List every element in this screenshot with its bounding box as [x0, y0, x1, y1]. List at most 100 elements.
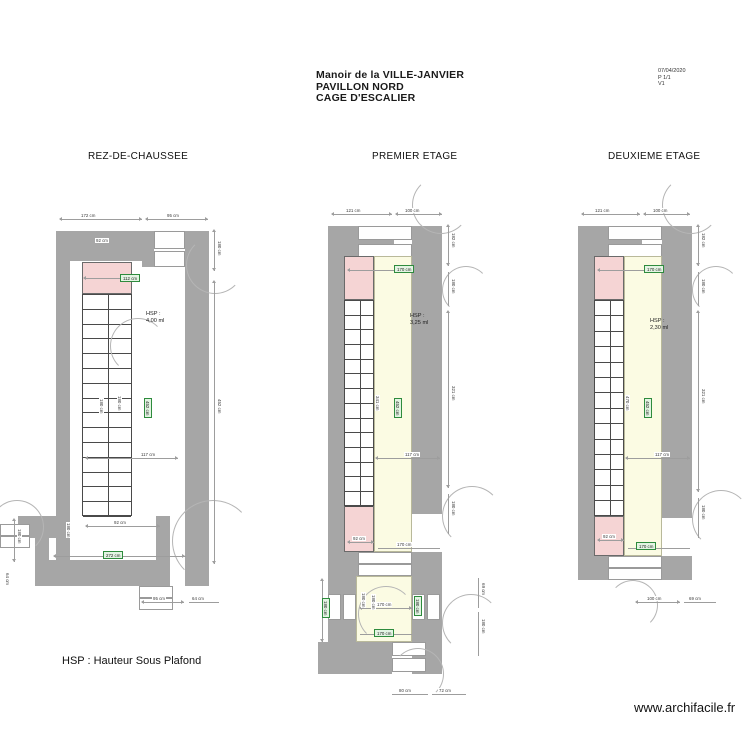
document-title-line-2: PAVILLON NORD [316, 80, 404, 93]
hsp-annotation-deuxieme-etage: HSP : 2,30 ml [650, 318, 668, 331]
dim-right-top: 182 cm [451, 232, 456, 249]
dim-line-right-top [214, 231, 215, 271]
dim-arrow [375, 455, 378, 460]
dim-annex-v-a: 180 cm [361, 592, 366, 609]
dim-line-annex-far-right-top [478, 578, 479, 608]
dim-line-bottom-left [392, 694, 428, 695]
dim-line-bottom-left [636, 602, 680, 603]
landing-pink-bottom [344, 506, 374, 552]
dim-line-bottom-inner [598, 540, 624, 541]
dim-arrow [695, 489, 700, 492]
dim-line-top-right [644, 214, 690, 215]
dim-line-bottom-left [142, 602, 184, 603]
door-swing-right-lower [442, 486, 502, 546]
dim-stair-run: 117 cm [404, 452, 421, 457]
dim-bottom-green: 170 cm [396, 542, 413, 547]
document-meta: 07/04/2020 P 1/1 V1 [658, 68, 686, 88]
staircase-flight [344, 300, 374, 507]
dim-annex-far-right-bottom: 180 cm [481, 618, 486, 635]
dim-line-annex-far-right-bottom [478, 612, 479, 656]
dim-arrow [175, 455, 178, 460]
dim-line-top-left [332, 214, 392, 215]
dim-line-left-upper [14, 520, 15, 562]
door-swing-annex-right [442, 594, 500, 652]
landing-pink-bottom [594, 516, 624, 556]
dim-arrow [687, 211, 690, 216]
hsp-label: HSP : [650, 318, 665, 324]
dim-arrow [85, 523, 88, 528]
dim-arrow [445, 263, 450, 266]
dim-right-top: 182 cm [701, 232, 706, 249]
dim-bottom-total: 272 cm [103, 551, 124, 559]
opening-mid-2 [358, 564, 412, 576]
dim-right-top: 180 cm [217, 240, 222, 257]
hsp-annotation-rez-de-chaussee: HSP : 4,00 ml [146, 311, 164, 324]
dim-top-left: 121 cm [594, 208, 611, 213]
dim-line-top-right [396, 214, 442, 215]
dim-annex-top: 170 cm [376, 602, 393, 607]
dim-arrow [11, 518, 16, 521]
opening-annex-left-2 [343, 594, 356, 620]
wall-bottom-right [662, 556, 692, 580]
door-swing-top [412, 176, 470, 234]
dim-right-total: 321 cm [701, 388, 706, 405]
dim-inner-top: 92 cm [95, 238, 109, 243]
dim-bottom-left: 100 cm [646, 596, 663, 601]
dim-line-bottom-right [432, 694, 466, 695]
dim-arrow [371, 539, 374, 544]
dim-arrow [625, 455, 628, 460]
hsp-value: 2,30 ml [650, 324, 669, 331]
dim-arrow [695, 263, 700, 266]
door-swing-top [662, 176, 720, 234]
dim-line-right-top [448, 226, 449, 266]
dim-line-bottom-inner [348, 542, 374, 543]
floor-plan-premier-etage: 121 cm 100 cm 170 cm 182 cm 180 cm 321 c… [300, 0, 550, 750]
floor-plan-rez-de-chaussee: 172 cm 95 cm 92 cm 112 cm 117 cm 180 cm … [0, 0, 254, 700]
door-swing-bottom [392, 648, 444, 700]
dim-line-right-total [698, 312, 699, 492]
wall-bottom [35, 560, 170, 586]
dim-line-annex-top [360, 608, 412, 609]
document-title-line-1: Manoir de la VILLE-JANVIER [316, 69, 465, 81]
dim-arrow [157, 523, 160, 528]
dim-arrow [597, 537, 600, 542]
dim-arrow [205, 216, 208, 221]
dim-line-right-bottom [698, 498, 699, 538]
legend-hsp-note: HSP : Hauteur Sous Plafond [62, 655, 202, 667]
landing-pink-top [344, 256, 374, 300]
dim-inner-v-a: 470 cm [625, 395, 630, 412]
dim-arrow [635, 599, 638, 604]
dim-inner-v-a: 341 cm [375, 395, 380, 412]
dim-right-bottom: 180 cm [451, 500, 456, 517]
dim-line-bottom-inner [86, 526, 160, 527]
wall-right-upper [412, 256, 442, 514]
dim-inner-v-b: 180 cm [99, 398, 104, 415]
opening-top-1 [608, 226, 662, 240]
floor-plan-deuxieme-etage: 121 cm 100 cm 170 cm 182 cm 180 cm 321 c… [540, 0, 750, 700]
door-swing-bottom [608, 580, 658, 630]
dim-line-right-bottom [448, 494, 449, 534]
dim-bottom-right: 64 cm [191, 596, 205, 601]
dim-right-mid: 180 cm [451, 278, 456, 295]
dim-line-bottom-green [628, 548, 690, 549]
dim-bottom-left: 95 cm [152, 596, 166, 601]
dim-line-landing-top [598, 270, 662, 271]
door-swing-bottom-right [172, 500, 254, 582]
door-swing-bottom-left [0, 500, 44, 554]
dim-line-right-total [448, 312, 449, 488]
wall-bottom-left [318, 642, 392, 674]
dim-arrow [445, 310, 450, 313]
wall-left [578, 226, 594, 574]
dim-annex-left: 180 cm [322, 598, 330, 619]
dim-arrow [59, 216, 62, 221]
dim-arrow [687, 455, 690, 460]
dim-inner-v-green: 452 cm [394, 398, 402, 419]
wall-left [328, 226, 344, 572]
dim-top-left: 121 cm [345, 208, 362, 213]
dim-bottom-green: 170 cm [636, 542, 657, 550]
dim-line-landing-top [348, 270, 412, 271]
document-version: V1 [658, 81, 665, 88]
wall-top-mid [142, 231, 154, 267]
plan-title-deuxieme-etage: DEUXIEME ETAGE [608, 151, 701, 162]
dim-right-total: 321 cm [451, 385, 456, 402]
